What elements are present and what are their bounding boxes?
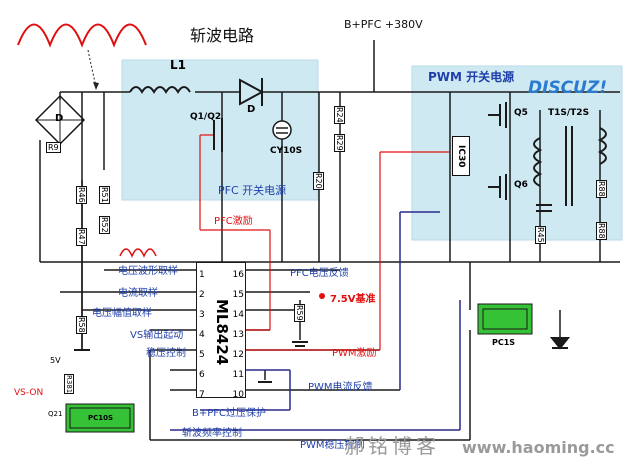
inductor-l1 bbox=[129, 86, 191, 94]
ic-label: ML8424 bbox=[213, 299, 231, 366]
pin-12: 12 bbox=[232, 350, 244, 360]
rail-label: B+PFC +380V bbox=[344, 18, 423, 31]
waveform-arrow bbox=[87, 49, 97, 87]
watermark: DISCUZ! bbox=[528, 78, 608, 98]
pfc-diode bbox=[239, 78, 265, 106]
pfc-box-label: PFC 开关电源 bbox=[218, 184, 287, 197]
ic-right-pins: 16 15 14 13 12 11 10 bbox=[230, 265, 244, 405]
label-vs-on: VS-ON bbox=[14, 388, 44, 398]
label-r52: R52 bbox=[99, 216, 110, 234]
footer-url: www.haoming.cc bbox=[462, 438, 615, 457]
label-l1: L1 bbox=[170, 58, 186, 72]
sig-voltage-amp: 电压幅值取样 bbox=[92, 308, 152, 319]
label-r59: R59 bbox=[294, 304, 305, 322]
label-r9: R9 bbox=[46, 142, 61, 153]
label-r29: R29 bbox=[334, 134, 345, 152]
pc1s-optocoupler bbox=[477, 303, 533, 335]
sig-ref: 7.5V基准 bbox=[330, 294, 376, 305]
diagram-title: 斩波电路 bbox=[190, 26, 255, 45]
transistors bbox=[213, 102, 507, 200]
label-ic30: IC30 bbox=[452, 136, 470, 177]
pin-13: 13 bbox=[232, 330, 244, 340]
label-r51: R51 bbox=[99, 186, 110, 204]
pin-1: 1 bbox=[199, 270, 205, 280]
label-r58: R58 bbox=[76, 316, 87, 334]
pin-14: 14 bbox=[232, 310, 244, 320]
sig-current-sample: 电流取样 bbox=[118, 288, 158, 299]
sig-regulation: 稳压控制 bbox=[146, 348, 186, 359]
label-cy10s: CY10S bbox=[270, 146, 303, 156]
pin-4: 4 bbox=[199, 330, 205, 340]
ref-node bbox=[319, 293, 325, 299]
label-r47: R47 bbox=[76, 228, 87, 246]
sig-overvoltage: B+PFC过压保护 bbox=[192, 408, 267, 419]
sig-pfc-feedback: PFC电压反馈 bbox=[290, 268, 349, 279]
signal-wires bbox=[170, 211, 461, 431]
pin-7: 7 bbox=[199, 390, 205, 400]
sig-pwm-current-fb: PWM电流反馈 bbox=[308, 382, 373, 393]
label-bridge: D bbox=[55, 113, 64, 124]
small-waveform bbox=[119, 248, 157, 258]
label-r20: R20 bbox=[313, 172, 324, 190]
label-q5: Q5 bbox=[514, 108, 528, 118]
rectified-waveform bbox=[17, 23, 147, 48]
label-pc10s: PC10S bbox=[88, 414, 114, 422]
capacitor-cy10s bbox=[272, 120, 292, 140]
sig-pwm-reg: PWM稳压控制 bbox=[300, 440, 365, 451]
label-r381: R381 bbox=[64, 374, 74, 395]
label-r88b: R88 bbox=[596, 222, 607, 240]
pwm-box bbox=[411, 65, 623, 241]
pin-3: 3 bbox=[199, 310, 205, 320]
sig-vs-out: VS输出起动 bbox=[130, 330, 184, 341]
label-r24: R24 bbox=[334, 106, 345, 124]
sig-pwm-drive: PWM激励 bbox=[332, 348, 377, 359]
ic-left-pins: 1 2 3 4 5 6 7 bbox=[199, 265, 205, 405]
sig-voltage-waveform: 电压波形取样 bbox=[118, 266, 178, 277]
pin-15: 15 bbox=[232, 290, 244, 300]
label-t1: T1S/T2S bbox=[548, 108, 590, 118]
label-r45: R45 bbox=[535, 226, 546, 244]
red-drive-wires bbox=[199, 134, 450, 351]
footer-name: 郝铭博客 bbox=[344, 434, 440, 458]
ic-ml8424: ML8424 bbox=[196, 262, 246, 398]
label-r46: R46 bbox=[76, 186, 87, 204]
label-q21: Q21 bbox=[48, 410, 63, 418]
sig-chop-freq: 斩波频率控制 bbox=[182, 428, 242, 439]
label-q1q2: Q1/Q2 bbox=[190, 112, 222, 122]
pin-2: 2 bbox=[199, 290, 205, 300]
pwm-box-label: PWM 开关电源 bbox=[428, 70, 515, 84]
label-diode: D bbox=[247, 104, 256, 115]
pc10s-optocoupler bbox=[65, 403, 135, 433]
pin-16: 16 bbox=[232, 270, 244, 280]
pin-6: 6 bbox=[199, 370, 205, 380]
label-q6: Q6 bbox=[514, 180, 528, 190]
sig-pfc-drive: PFC激励 bbox=[214, 216, 253, 227]
label-r88a: R88 bbox=[596, 180, 607, 198]
label-pc1s: PC1S bbox=[492, 338, 516, 347]
pin-10: 10 bbox=[232, 390, 244, 400]
pin-5: 5 bbox=[199, 350, 205, 360]
label-5v: 5V bbox=[50, 356, 61, 365]
pin-11: 11 bbox=[232, 370, 244, 380]
transformer bbox=[533, 126, 607, 212]
ground-symbols bbox=[74, 337, 571, 383]
